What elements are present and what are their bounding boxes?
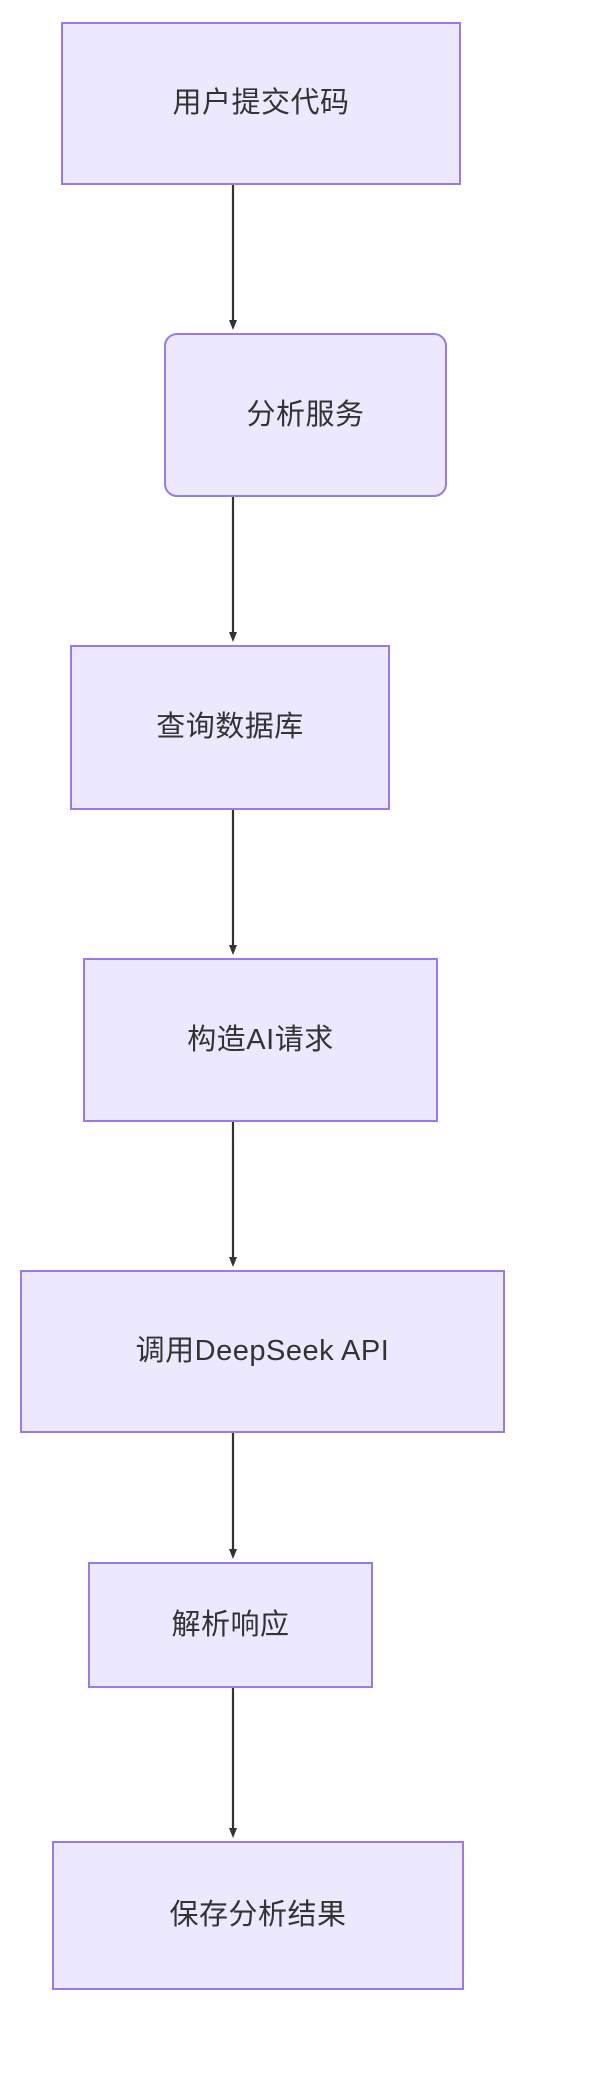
node-label: 分析服务 [246,398,365,431]
node-label: 查询数据库 [156,711,304,744]
flowchart-node-query-database[interactable]: 查询数据库 [70,645,390,810]
flowchart-node-parse-response[interactable]: 解析响应 [88,1562,373,1688]
node-label: 保存分析结果 [169,1899,347,1932]
node-label: 构造AI请求 [187,1023,334,1056]
flowchart-node-build-ai-request[interactable]: 构造AI请求 [83,958,438,1122]
flowchart-node-analysis-service[interactable]: 分析服务 [164,333,447,497]
flowchart-node-call-deepseek-api[interactable]: 调用DeepSeek API [20,1270,505,1433]
node-label: 用户提交代码 [172,87,350,120]
node-label: 解析响应 [171,1608,290,1641]
node-label: 调用DeepSeek API [135,1335,390,1368]
flowchart-node-user-submit-code[interactable]: 用户提交代码 [61,22,461,185]
flowchart-node-save-analysis-result[interactable]: 保存分析结果 [52,1841,464,1990]
